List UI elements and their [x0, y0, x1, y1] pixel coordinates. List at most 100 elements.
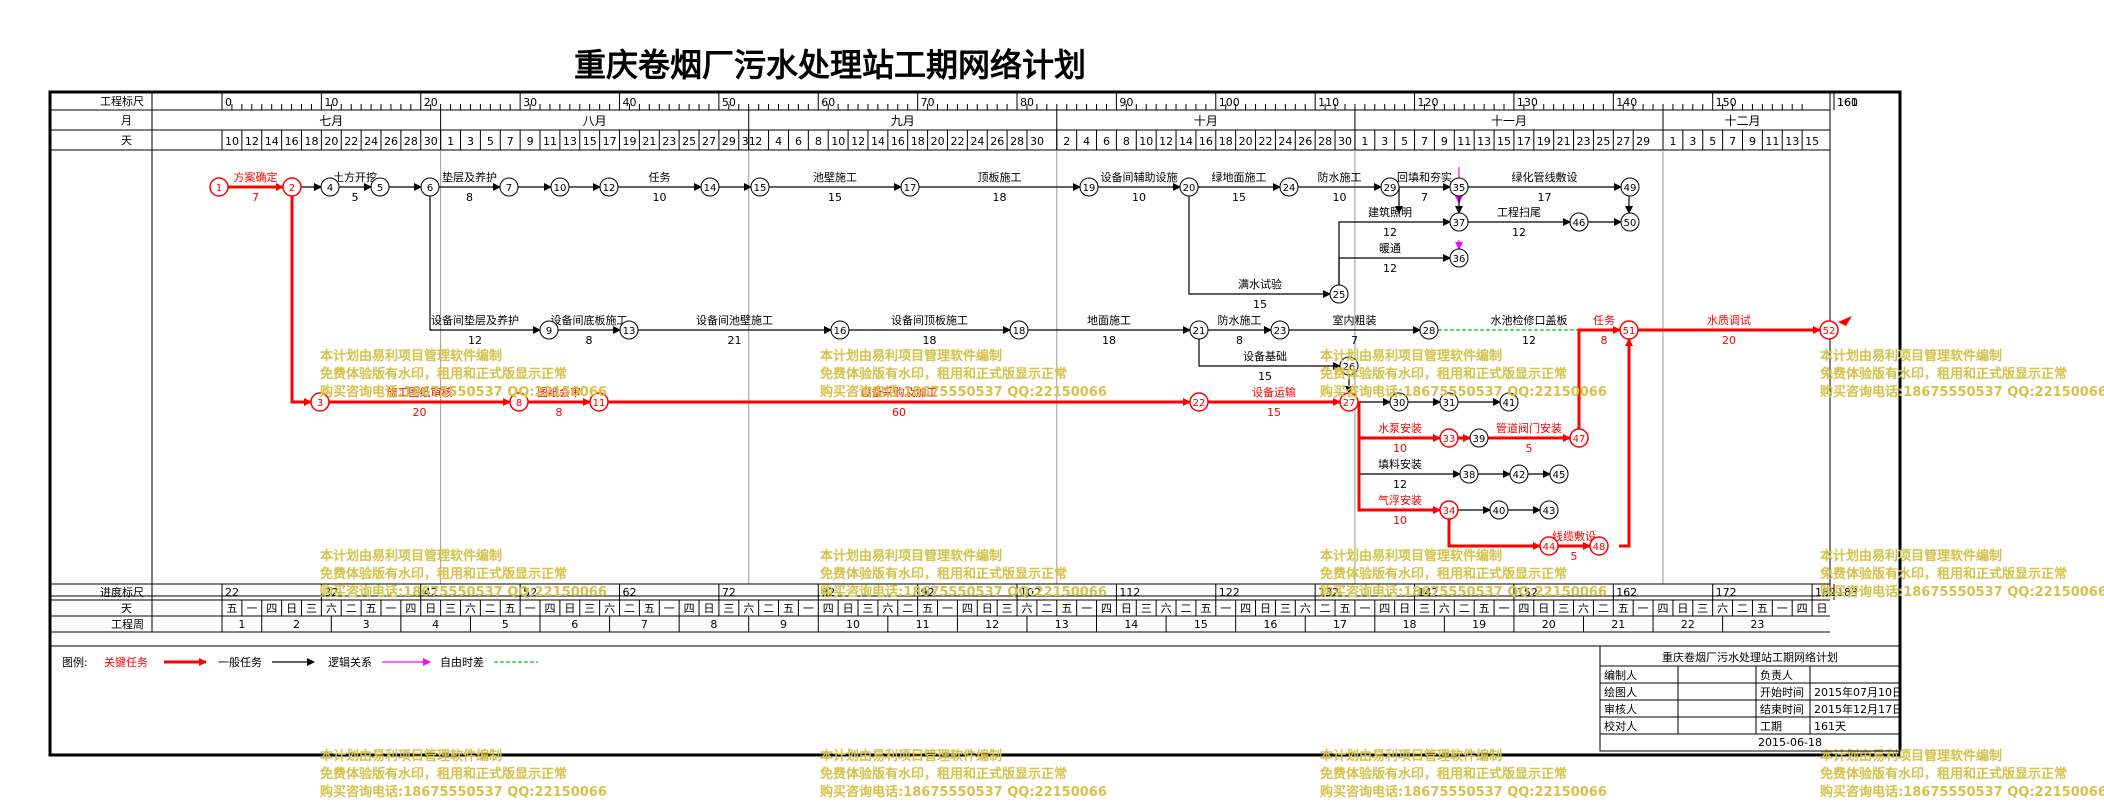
event-node-number: 30	[1393, 398, 1406, 409]
event-node	[1499, 392, 1519, 412]
bottom-tick-label: 132	[1318, 586, 1339, 599]
activity-duration: 12	[1393, 478, 1407, 491]
event-node-number: 3	[317, 398, 323, 409]
event-node-number: 34	[1443, 506, 1456, 517]
bottom-tick-label: 42	[424, 586, 438, 599]
weekday-cell: 六	[326, 602, 337, 615]
day-number: 30	[1030, 135, 1044, 148]
week-cell: 13	[1055, 618, 1069, 631]
event-node-number: 27	[1343, 398, 1356, 409]
weekday-cell: 一	[1777, 602, 1788, 615]
event-node	[1469, 428, 1489, 448]
weekday-cell: 三	[445, 602, 456, 615]
weekday-cell: 四	[405, 602, 416, 615]
critical-task-arrow	[1357, 402, 1441, 514]
bottom-tick-label: 162	[1616, 586, 1637, 599]
title-block-cell: 161天	[1814, 720, 1846, 733]
event-node-number: 9	[546, 326, 552, 337]
task-arrow	[1188, 196, 1331, 298]
day-number: 18	[1219, 135, 1233, 148]
legend-normal: 一般任务	[218, 656, 262, 669]
week-cell: 20	[1542, 618, 1556, 631]
day-number: 20	[1239, 135, 1253, 148]
day-number: 28	[404, 135, 418, 148]
activity-label: 线缆敷设	[1552, 529, 1596, 543]
month-name: 十二月	[1724, 114, 1760, 128]
event-node-number: 50	[1624, 218, 1637, 229]
event-node	[1620, 177, 1640, 197]
event-node-number: 36	[1453, 254, 1466, 265]
top-tick-label: 130	[1517, 96, 1538, 109]
top-tick-label: 40	[623, 96, 637, 109]
weekday-cell: 二	[902, 602, 913, 615]
event-node	[700, 177, 720, 197]
week-cell: 7	[641, 618, 648, 631]
weekday-cell: 四	[266, 602, 277, 615]
weekday-cell: 五	[644, 602, 655, 615]
activity-label: 暖通	[1379, 242, 1401, 255]
bottom-tick-label: 92	[921, 586, 935, 599]
weekday-cell: 二	[1459, 602, 1470, 615]
legend-logic: 逻辑关系	[328, 655, 372, 669]
event-node	[1380, 177, 1400, 197]
activity-label: 工程扫尾	[1497, 206, 1541, 219]
event-node-number: 33	[1443, 434, 1456, 445]
event-node-number: 8	[516, 398, 522, 409]
weekday-cell: 二	[1737, 602, 1748, 615]
activity-label: 建筑照明	[1368, 205, 1412, 219]
activity-duration: 20	[413, 406, 427, 419]
weekday-cell: 六	[1022, 602, 1033, 615]
activity-label: 防水施工	[1318, 170, 1362, 184]
watermark-line: 免费体验版有水印，租用和正式版显示正常	[1320, 766, 1567, 782]
activity-label: 气浮安装	[1378, 493, 1422, 507]
event-node-number: 16	[834, 326, 847, 337]
event-node-number: 40	[1493, 506, 1506, 517]
day-number: 22	[344, 135, 358, 148]
week-cell: 22	[1681, 618, 1695, 631]
event-node-number: 12	[603, 183, 616, 194]
event-node-number: 44	[1543, 542, 1556, 553]
weekday-cell: 三	[1697, 602, 1708, 615]
weekday-cell: 五	[1618, 602, 1629, 615]
event-node-number: 13	[623, 326, 636, 337]
weekday-cell: 日	[843, 602, 854, 615]
watermark-line: 免费体验版有水印，租用和正式版显示正常	[320, 366, 567, 382]
weekday-cell: 四	[1797, 602, 1808, 615]
event-node	[320, 177, 340, 197]
weekday-cell: 日	[704, 602, 715, 615]
weekday-cell: 二	[485, 602, 496, 615]
event-node-number: 6	[427, 183, 433, 194]
day-number: 7	[1421, 135, 1428, 148]
weekday-cell: 一	[1220, 602, 1231, 615]
event-node	[1329, 284, 1349, 304]
top-tick-label: 30	[523, 96, 537, 109]
event-node	[282, 177, 302, 197]
day-number: 8	[1123, 135, 1130, 148]
month-label: 月	[121, 114, 132, 127]
event-node-number: 46	[1573, 218, 1586, 229]
day-number: 11	[1457, 135, 1471, 148]
weekday-cell: 二	[346, 602, 357, 615]
event-node	[1509, 464, 1529, 484]
watermark-line: 购买咨询电话:18675550537 QQ:22150066	[1320, 584, 1607, 600]
watermark-line: 免费体验版有水印，租用和正式版显示正常	[820, 766, 1067, 782]
activity-label: 绿地面施工	[1212, 170, 1267, 184]
day-number: 2	[755, 135, 762, 148]
activity-label: 地面施工	[1087, 314, 1131, 327]
activity-label: 设备间顶板施工	[891, 313, 968, 327]
activity-duration: 18	[993, 191, 1007, 204]
day-number: 4	[775, 135, 782, 148]
day-number: 11	[543, 135, 557, 148]
day-number: 20	[931, 135, 945, 148]
bottom-tick-label: 102	[1020, 586, 1041, 599]
activity-duration: 15	[1267, 406, 1281, 419]
event-node-number: 31	[1443, 398, 1456, 409]
week-cell: 17	[1333, 618, 1347, 631]
activity-duration: 10	[1333, 191, 1347, 204]
task-arrow	[429, 196, 541, 334]
event-node	[1620, 212, 1640, 232]
weekday-cell: 二	[1598, 602, 1609, 615]
schedule-frame	[49, 91, 1831, 597]
activity-duration: 10	[653, 191, 667, 204]
